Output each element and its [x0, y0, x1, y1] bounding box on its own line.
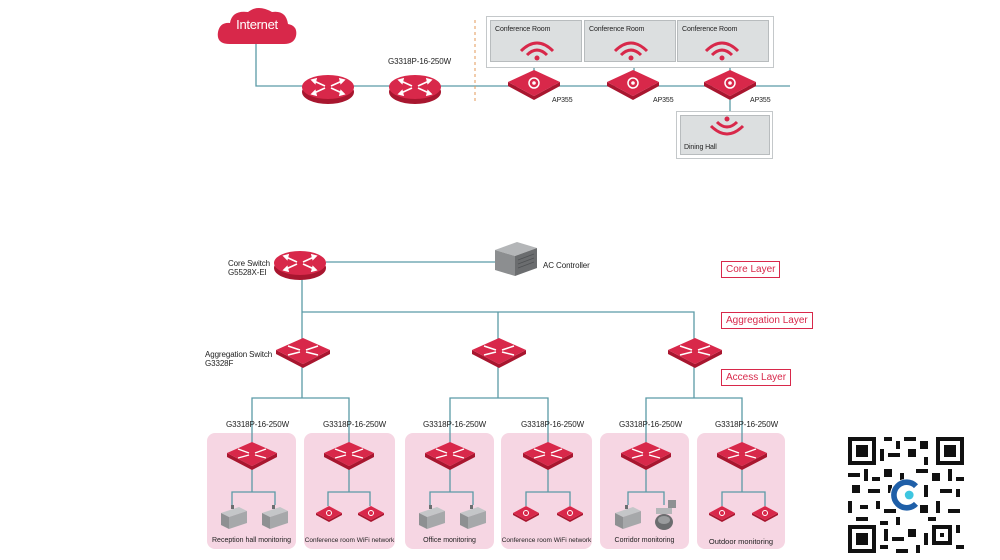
access-switch-model: G3318P-16-250W: [619, 420, 683, 429]
access-switch-icon: [621, 442, 671, 470]
access-switch-model: G3318P-16-250W: [226, 420, 290, 429]
conference-room-panel: Conference Room: [490, 20, 582, 62]
camera-icon: [419, 505, 445, 529]
ap-label: AP355: [552, 97, 573, 104]
core-switch-model: G5528X-EI: [228, 268, 267, 277]
conference-room-panel: Conference Room: [677, 20, 769, 62]
access-switch-icon: [425, 442, 475, 470]
access-point-icon: [752, 506, 778, 522]
group-label: Conference room WiFi network: [501, 537, 592, 544]
wifi-signal-icon: [704, 41, 740, 61]
access-switch-icon: [227, 442, 277, 470]
access-point-icon: [513, 506, 539, 522]
internet-label: Internet: [236, 17, 278, 32]
access-point-icon: [358, 506, 384, 522]
access-switch-icon: [523, 442, 573, 470]
group-label: Corridor monitoring: [614, 537, 675, 544]
cloud-icon: [217, 8, 297, 44]
access-point-icon: [709, 506, 735, 522]
camera-icon: [460, 505, 486, 529]
conference-room-panel: Conference Room: [584, 20, 676, 62]
access-switch-model: G3318P-16-250W: [423, 420, 487, 429]
room-label: Conference Room: [589, 26, 645, 33]
group-label: Reception hall monitoring: [212, 537, 291, 544]
aggregation-layer-label: Aggregation Layer: [721, 312, 813, 329]
dining-hall-label: Dining Hall: [684, 144, 717, 151]
access-point-icon: [557, 506, 583, 522]
aggregation-switch-icon: [668, 338, 722, 368]
group-label: Outdoor monitoring: [708, 537, 774, 546]
core-layer-label: Core Layer: [721, 261, 781, 278]
wifi-signal-icon: [613, 41, 649, 61]
access-switch-model: G3318P-16-250W: [715, 420, 779, 429]
aggregation-switch-icon: [276, 338, 330, 368]
server-icon: [495, 242, 537, 276]
qr-code-icon: [848, 437, 964, 553]
access-switch-model: G3318P-16-250W: [521, 420, 585, 429]
aggregation-switch-model: G3328F: [205, 359, 234, 368]
access-point-icon: [704, 70, 756, 100]
aggregation-switch-label: Aggregation Switch: [205, 350, 273, 359]
ap-label: AP355: [750, 97, 771, 104]
router-icon: [302, 75, 354, 104]
ac-controller-label: AC Controller: [543, 261, 590, 270]
core-switch-label: Core Switch: [228, 259, 271, 268]
switch-model-label: G3318P-16-250W: [388, 57, 452, 66]
router-icon: [389, 75, 441, 104]
camera-icon: [221, 505, 247, 529]
access-layer-label: Access Layer: [721, 369, 792, 386]
ap-label: AP355: [653, 97, 674, 104]
access-switch-icon: [324, 442, 374, 470]
dome-camera-icon: [655, 500, 676, 530]
camera-icon: [615, 505, 641, 529]
core-switch-icon: [274, 251, 326, 280]
access-switch-model: G3318P-16-250W: [323, 420, 387, 429]
dining-hall-panel: Dining Hall: [680, 115, 770, 155]
group-label: Office monitoring: [423, 537, 476, 544]
group-label: Conference room WiFi network: [304, 537, 395, 544]
internet-cloud: Internet: [216, 6, 298, 46]
access-point-icon: [607, 70, 659, 100]
camera-icon: [262, 505, 288, 529]
wifi-signal-icon: [709, 116, 745, 136]
wifi-signal-icon: [519, 41, 555, 61]
aggregation-switch-icon: [472, 338, 526, 368]
access-point-icon: [316, 506, 342, 522]
room-label: Conference Room: [682, 26, 738, 33]
access-point-icon: [508, 70, 560, 100]
access-switch-icon: [717, 442, 767, 470]
room-label: Conference Room: [495, 26, 551, 33]
